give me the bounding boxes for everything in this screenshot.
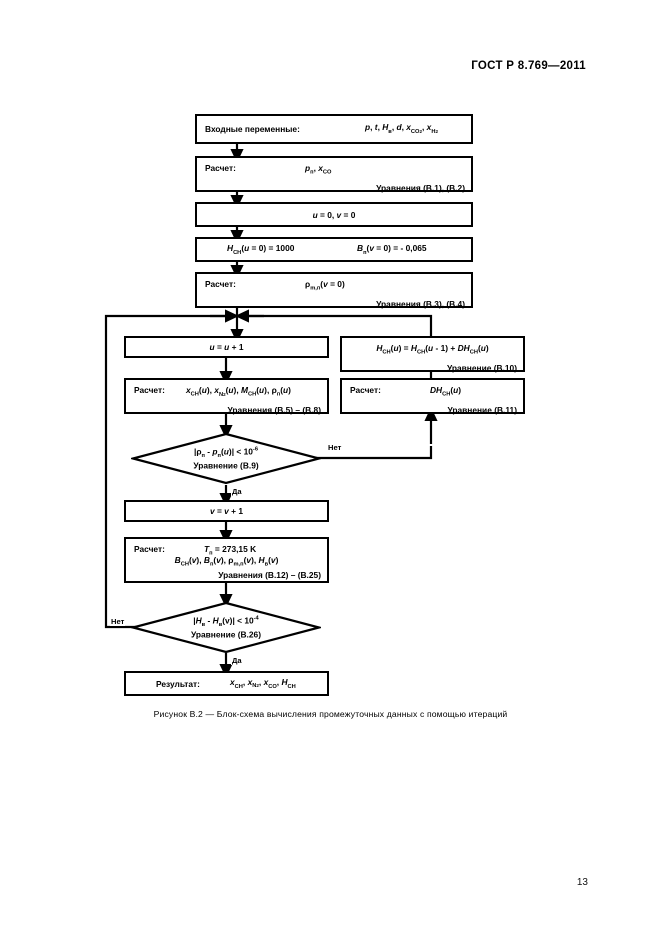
node-calc-delta-h-equation: Уравнение (В.11) — [447, 405, 517, 415]
node-result[interactable]: Результат: xCH, xN2, xCO, HCH — [124, 671, 329, 696]
node-calc-density-init[interactable]: Расчет: ρm,п(v = 0) Уравнения (В.3), (В.… — [195, 272, 473, 309]
node-increment-u-label: u = u + 1 — [209, 341, 244, 352]
node-calc-pressure-label: Расчет: — [205, 163, 236, 173]
node-calc-iteration-u-label: Расчет: — [134, 385, 165, 395]
node-init-constants-b: Bп(v = 0) = - 0,065 — [357, 242, 427, 256]
node-calc-density-init-equations: Уравнения (В.3), (В.4) — [376, 299, 465, 309]
edge-label-heating-no: Нет — [110, 617, 126, 626]
node-update-heating-value-formula: HCH(u) = HCH(u - 1) + DHCH(u) — [376, 343, 489, 356]
node-calc-pressure-vars: pп, xCO — [305, 163, 332, 176]
node-decision-density[interactable]: |ρп - pп(u)| < 10-6 Уравнение (В.9) — [131, 432, 321, 485]
decision-density-text: |ρп - pп(u)| < 10-6 Уравнение (В.9) — [193, 445, 259, 471]
node-increment-v[interactable]: v = v + 1 — [124, 500, 329, 522]
node-init-constants[interactable]: HCH(u = 0) = 1000 Bп(v = 0) = - 0,065 — [195, 237, 473, 262]
decision-heating-value-shape — [131, 601, 321, 654]
page-number: 13 — [576, 877, 588, 888]
node-calc-pressure[interactable]: Расчет: pп, xCO Уравнения (В.1), (В.2) — [195, 156, 473, 193]
node-calc-delta-h-label: Расчет: — [350, 385, 381, 395]
node-calc-iteration-v-vars: BCH(v), Bп(v), ρm,п(v), Hв(v) — [174, 555, 279, 568]
decision-heating-value-equation: Уравнение (В.26) — [191, 629, 261, 640]
node-increment-v-label: v = v + 1 — [209, 505, 244, 516]
node-init-constants-h: HCH(u = 0) = 1000 — [227, 242, 295, 256]
edge-label-density-yes: Да — [231, 487, 243, 496]
node-decision-heating-value[interactable]: |Hв - Hв(v)| < 10-4 Уравнение (В.26) — [131, 601, 321, 654]
node-calc-iteration-v-equations: Уравнения (В.12) – (В.25) — [218, 570, 321, 580]
node-update-heating-value[interactable]: HCH(u) = HCH(u - 1) + DHCH(u) Уравнение … — [340, 336, 525, 373]
node-update-heating-value-equation: Уравнение (В.10) — [447, 363, 517, 373]
node-calc-iteration-u-vars: xCH(u), xN2(u), MCH(u), ρп(u) — [186, 385, 291, 398]
node-calc-density-init-label: Расчет: — [205, 279, 236, 289]
decision-heating-value-text: |Hв - Hв(v)| < 10-4 Уравнение (В.26) — [191, 614, 261, 640]
decision-density-shape — [131, 432, 321, 485]
node-calc-pressure-equations: Уравнения (В.1), (В.2) — [376, 183, 465, 193]
node-calc-iteration-v-label: Расчет: — [134, 544, 165, 554]
node-calc-density-init-vars: ρm,п(v = 0) — [305, 279, 345, 292]
node-input-variables[interactable]: Входные переменные: p, t, Hв, d, xCO2, x… — [195, 114, 473, 144]
flowchart-canvas: Входные переменные: p, t, Hв, d, xCO2, x… — [104, 114, 525, 696]
node-init-counters-label: u = 0, v = 0 — [312, 209, 356, 220]
node-result-label: Результат: — [156, 678, 200, 689]
node-input-variables-label: Входные переменные: — [205, 123, 300, 134]
edge-label-density-no: Нет — [327, 443, 343, 452]
node-init-counters[interactable]: u = 0, v = 0 — [195, 202, 473, 227]
edge-label-heating-yes: Да — [231, 656, 243, 665]
node-calc-iteration-v-temp: Tп = 273,15 K — [204, 544, 257, 557]
decision-density-equation: Уравнение (В.9) — [193, 460, 259, 471]
node-calc-delta-h[interactable]: Расчет: DHCH(u) Уравнение (В.11) — [340, 378, 525, 415]
node-result-vars: xCH, xN2, xCO, HCH — [230, 676, 296, 690]
node-input-variables-vars: p, t, Hв, d, xCO2, xH2 — [365, 122, 438, 135]
node-increment-u[interactable]: u = u + 1 — [124, 336, 329, 358]
document-header: ГОСТ Р 8.769—2011 — [471, 60, 586, 72]
node-calc-iteration-v[interactable]: Расчет: Tп = 273,15 K BCH(v), Bп(v), ρm,… — [124, 537, 329, 583]
figure-caption: Рисунок В.2 — Блок-схема вычисления пром… — [153, 709, 508, 719]
node-calc-delta-h-vars: DHCH(u) — [430, 385, 462, 398]
node-calc-iteration-u[interactable]: Расчет: xCH(u), xN2(u), MCH(u), ρп(u) Ур… — [124, 378, 329, 415]
node-calc-iteration-u-equations: Уравнения (В.5) – (В.8) — [227, 405, 321, 415]
